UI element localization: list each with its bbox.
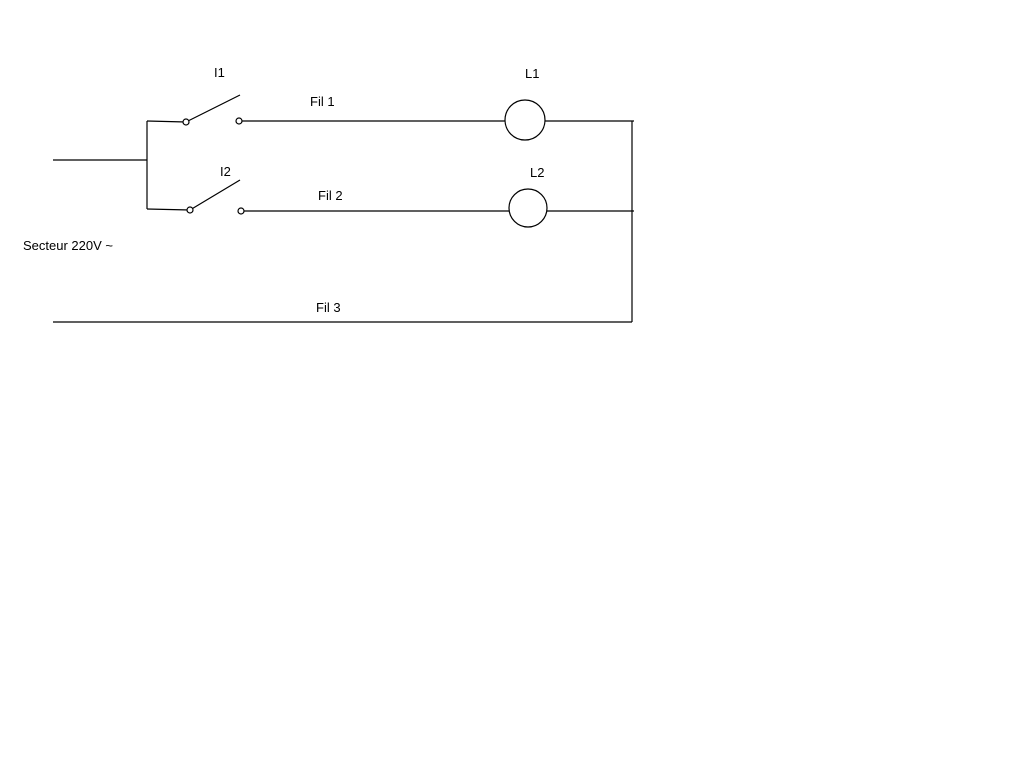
- switch-i1-blade: [185, 94, 241, 123]
- switch-i2-blade: [189, 179, 241, 211]
- switch-i1-label: I1: [214, 65, 225, 80]
- switch-i2-label: I2: [220, 164, 231, 179]
- switch-i2: [186, 179, 245, 215]
- switch-i2-terminal-in: [186, 206, 194, 214]
- lamp-l2-label: L2: [530, 165, 544, 180]
- lamp-l2: [508, 188, 548, 228]
- switch-1-input-wire: [146, 120, 187, 123]
- wire-fil-1-label: Fil 1: [310, 94, 335, 109]
- switch-2-input-wire: [146, 208, 191, 211]
- switch-i1: [182, 94, 243, 126]
- wire-fil-2-label: Fil 2: [318, 188, 343, 203]
- switch-i1-terminal-in: [182, 118, 190, 126]
- supply-label: Secteur 220V ~: [23, 238, 113, 253]
- lamp-l1: [504, 99, 546, 141]
- switch-i1-terminal-out: [235, 117, 243, 125]
- lamp-l1-label: L1: [525, 66, 539, 81]
- wire-fil-3-label: Fil 3: [316, 300, 341, 315]
- switch-i2-terminal-out: [237, 207, 245, 215]
